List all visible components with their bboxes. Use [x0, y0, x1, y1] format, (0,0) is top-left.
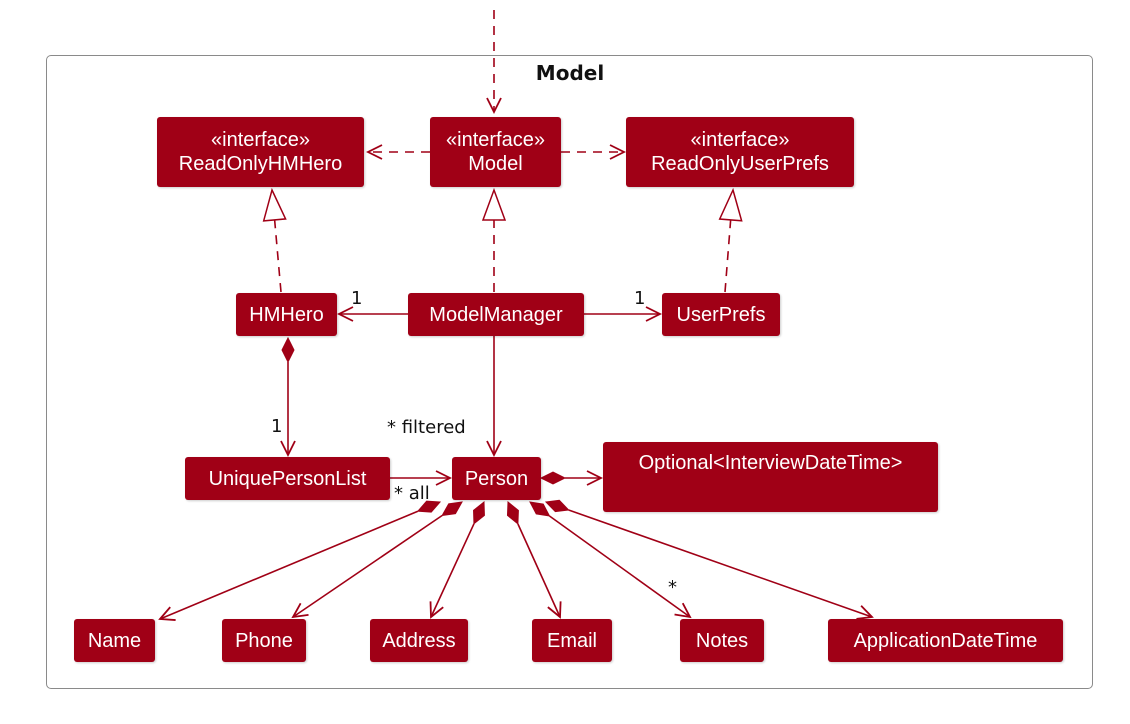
multiplicity-label: * [668, 577, 677, 598]
association-label-all: * all [394, 483, 430, 504]
arrowhead-icon [158, 606, 176, 621]
class-readonly-userprefs[interactable]: «interface» ReadOnlyUserPrefs [626, 117, 854, 187]
class-name: ReadOnlyUserPrefs [651, 153, 829, 175]
realization-line [273, 219, 282, 293]
class-application-datetime[interactable]: ApplicationDateTime [828, 619, 1063, 662]
composition-line [517, 523, 561, 618]
composition-line [568, 509, 873, 618]
class-readonly-hmhero[interactable]: «interface» ReadOnlyHMHero [157, 117, 364, 187]
class-name: Model [468, 153, 523, 175]
class-hmhero[interactable]: HMHero [236, 293, 337, 336]
class-email[interactable]: Email [532, 619, 612, 662]
arrowhead-icon [435, 470, 453, 486]
model-package-frame [46, 55, 1093, 689]
arrowhead-icon [486, 440, 502, 458]
realization-line [724, 219, 732, 293]
arrowhead-icon [336, 306, 354, 322]
package-title: Model [535, 61, 605, 85]
composition-line [159, 510, 419, 620]
class-notes[interactable]: Notes [680, 619, 764, 662]
arrowhead-icon [586, 470, 604, 486]
arrowhead-icon [486, 97, 502, 115]
class-user-prefs[interactable]: UserPrefs [662, 293, 780, 336]
arrowhead-icon [280, 440, 296, 458]
composition-line [292, 514, 443, 618]
arrowhead-icon [429, 601, 444, 619]
multiplicity-label: 1 [351, 288, 363, 309]
realization-triangle-icon [718, 187, 743, 222]
stereotype: «interface» [211, 129, 310, 151]
arrowhead-icon [547, 601, 562, 619]
class-phone[interactable]: Phone [222, 619, 306, 662]
class-person[interactable]: Person [452, 457, 541, 500]
arrowhead-icon [365, 144, 383, 160]
arrowhead-icon [645, 306, 663, 322]
class-optional-interview-datetime[interactable]: Optional<InterviewDateTime> [603, 442, 938, 512]
class-name: ReadOnlyHMHero [178, 153, 343, 175]
composition-line [549, 515, 691, 618]
stereotype: «interface» [690, 129, 790, 151]
class-unique-person-list[interactable]: UniquePersonList [185, 457, 390, 500]
arrowhead-icon [674, 602, 692, 619]
multiplicity-label: 1 [271, 416, 283, 437]
arrowhead-icon [856, 605, 874, 620]
class-name[interactable]: Name [74, 619, 155, 662]
class-model[interactable]: «interface» Model [430, 117, 561, 187]
arrowhead-icon [609, 144, 627, 160]
stereotype: «interface» [446, 129, 545, 151]
class-model-manager[interactable]: ModelManager [408, 293, 584, 336]
association-label-filtered: * filtered [387, 417, 466, 438]
multiplicity-label: 1 [634, 288, 646, 309]
class-address[interactable]: Address [370, 619, 468, 662]
arrowhead-icon [291, 602, 309, 619]
composition-line [430, 523, 475, 618]
